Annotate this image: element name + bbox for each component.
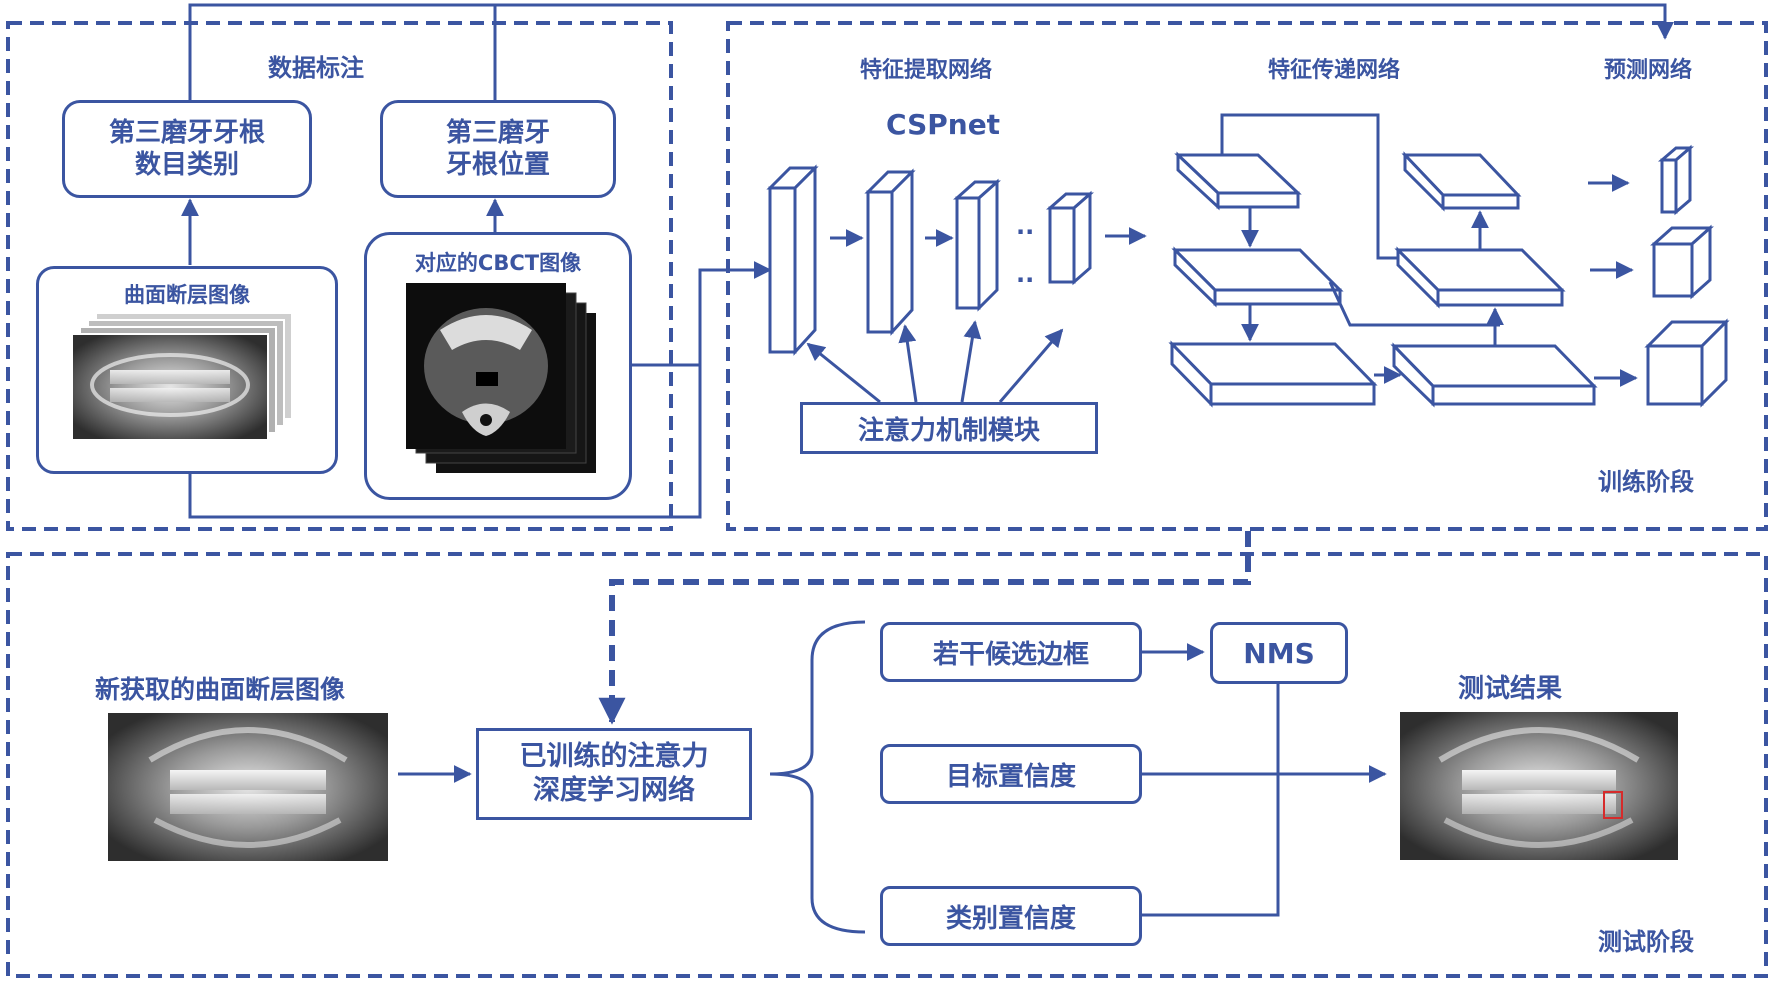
prediction-title: 预测网络 — [1604, 58, 1693, 83]
label-to-prediction-line — [188, 3, 1674, 100]
prediction-cube-medium — [1650, 224, 1714, 300]
annotation-section-border — [6, 21, 673, 531]
attention-arrow-2 — [898, 324, 918, 403]
trained-network-line-1: 已训练的注意力 — [519, 741, 709, 773]
testing-stage-label: 测试阶段 — [1598, 928, 1694, 956]
new-panoramic-image — [108, 713, 388, 861]
transfer-skip-mid — [1328, 281, 1500, 327]
result-label: 测试结果 — [1458, 674, 1563, 704]
feature-slab-4 — [1046, 190, 1094, 286]
feature-extraction-title: 特征提取网络 — [860, 58, 993, 83]
test-result-image — [1400, 712, 1678, 860]
feature-transfer-title: 特征传递网络 — [1268, 58, 1401, 83]
new-image-label: 新获取的曲面断层图像 — [95, 675, 346, 704]
class-confidence-box: 类别置信度 — [880, 886, 1142, 946]
attention-module-label: 注意力机制模块 — [857, 415, 1040, 446]
cbct-label: 对应的CBCT图像 — [414, 251, 582, 275]
panoramic-panel: 曲面断层图像 — [36, 266, 338, 474]
root-count-line-1: 第三磨牙牙根 — [108, 117, 265, 148]
annotation-title: 数据标注 — [268, 54, 364, 82]
feature-slab-1 — [766, 164, 819, 356]
training-stage-label: 训练阶段 — [1598, 468, 1694, 496]
panoramic-label: 曲面断层图像 — [124, 283, 250, 307]
root-count-line-2: 数目类别 — [134, 150, 239, 180]
class-confidence-label: 类别置信度 — [945, 903, 1076, 934]
candidate-boxes-label: 若干候选边框 — [932, 639, 1089, 670]
object-confidence-label: 目标置信度 — [945, 761, 1076, 792]
root-position-line-2: 牙根位置 — [445, 150, 550, 180]
trained-network-box: 已训练的注意力 深度学习网络 — [476, 728, 752, 820]
nms-box: NMS — [1210, 622, 1348, 684]
class-conf-to-nms-line — [1141, 684, 1280, 917]
candidate-boxes-box: 若干候选边框 — [880, 622, 1142, 682]
nms-label: NMS — [1243, 636, 1315, 670]
ellipsis-top: ·· — [1016, 218, 1035, 246]
transfer-left-bottom — [1168, 340, 1378, 408]
feature-slab-3 — [953, 178, 1001, 312]
transfer-right-top — [1401, 151, 1522, 212]
detection-box-highlight — [1603, 791, 1623, 819]
feature-slab-2 — [864, 168, 916, 336]
attention-arrow-3 — [960, 320, 982, 403]
ellipsis-bottom: ·· — [1016, 266, 1035, 294]
backbone-name: CSPnet — [886, 108, 1001, 141]
transfer-right-bottom — [1390, 342, 1598, 408]
root-position-box: 第三磨牙 牙根位置 — [380, 100, 616, 198]
trained-network-line-2: 深度学习网络 — [533, 775, 695, 806]
prediction-cube-large — [1644, 318, 1730, 408]
testing-section-border — [6, 552, 1768, 978]
training-to-testing-dashed-arrow — [598, 531, 1251, 725]
transfer-left-mid — [1171, 246, 1344, 308]
cbct-image-stack — [406, 283, 596, 473]
object-confidence-box: 目标置信度 — [880, 744, 1142, 804]
training-section-border — [726, 21, 1768, 531]
panoramic-image-stack — [71, 312, 293, 441]
panoramic-to-network-line — [188, 261, 772, 519]
prediction-cube-small — [1657, 144, 1695, 216]
transfer-right-mid — [1394, 246, 1566, 309]
root-count-box: 第三磨牙牙根 数目类别 — [62, 100, 312, 198]
transfer-skip-top — [1220, 113, 1398, 260]
cbct-panel: 对应的CBCT图像 — [364, 232, 632, 500]
transfer-left-top — [1174, 151, 1302, 211]
root-position-line-1: 第三磨牙 — [445, 117, 550, 148]
attention-arrow-1 — [806, 342, 881, 404]
attention-module-box: 注意力机制模块 — [800, 402, 1098, 454]
attention-arrow-4 — [998, 328, 1064, 403]
output-brace — [769, 620, 866, 934]
